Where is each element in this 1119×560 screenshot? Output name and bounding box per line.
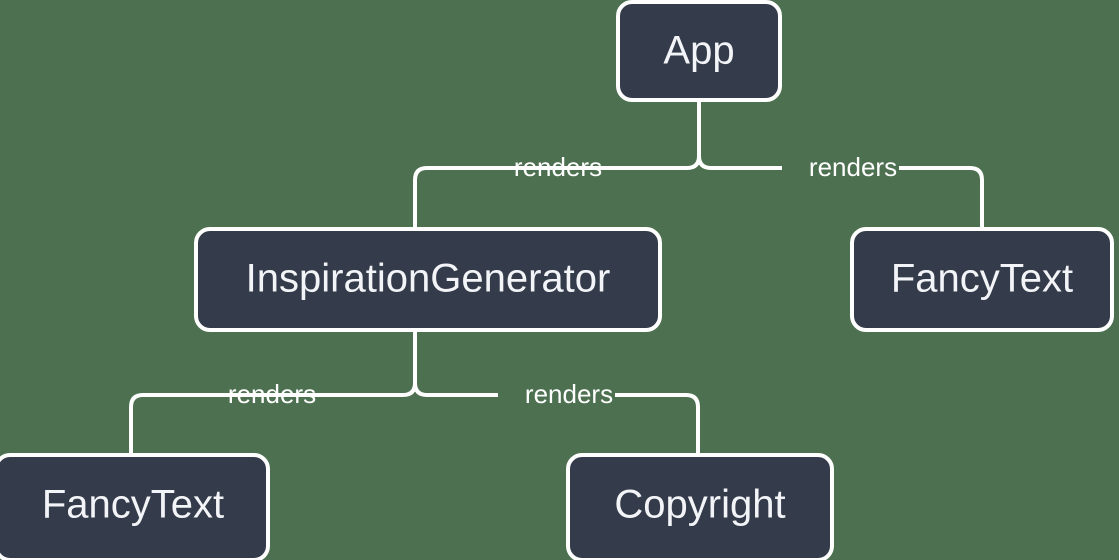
edge-label-inspiration-generator-to-copyright: renders — [525, 379, 613, 409]
edge-stem-app — [616, 100, 701, 170]
edge-inspiration-generator-to-copyright: renders — [413, 379, 700, 455]
edge-branch-to-fancytext-right — [899, 166, 984, 229]
edge-label-app-to-inspiration-generator: renders — [514, 152, 602, 182]
node-fancytext-bottom-label: FancyText — [42, 483, 224, 527]
edge-app-to-fancytext-right: renders — [697, 152, 984, 229]
edge-label-app-to-fancytext-right: renders — [809, 152, 897, 182]
node-fancytext-right-box[interactable] — [850, 227, 1114, 332]
node-fancytext-right[interactable]: FancyText — [850, 227, 1114, 332]
node-fancytext-right-label: FancyText — [891, 257, 1073, 301]
node-copyright[interactable]: Copyright — [566, 453, 834, 560]
edge-bus-app-right — [697, 155, 782, 170]
node-fancytext-bottom[interactable]: FancyText — [0, 453, 270, 560]
edge-branch-to-copyright — [615, 393, 700, 455]
edge-app-to-inspiration-generator: renders — [413, 100, 701, 229]
edge-stem-inspiration-generator — [332, 330, 417, 397]
node-inspiration-generator-box[interactable] — [194, 227, 662, 332]
node-inspiration-generator-label: InspirationGenerator — [246, 257, 611, 301]
edge-branch-to-inspiration-generator — [413, 166, 498, 229]
node-copyright-label: Copyright — [614, 483, 785, 527]
node-app-box[interactable] — [616, 0, 782, 102]
node-app-label: App — [663, 29, 734, 73]
edge-inspiration-generator-to-fancytext-bottom: renders — [129, 330, 417, 455]
node-app[interactable]: App — [616, 0, 782, 102]
edge-bus-ig-right — [413, 382, 498, 397]
node-fancytext-bottom-box[interactable] — [0, 453, 270, 560]
node-copyright-box[interactable] — [566, 453, 834, 560]
node-inspiration-generator[interactable]: InspirationGenerator — [194, 227, 662, 332]
edge-branch-to-fancytext-bottom — [129, 393, 214, 455]
edge-label-inspiration-generator-to-fancytext-bottom: renders — [228, 379, 316, 409]
